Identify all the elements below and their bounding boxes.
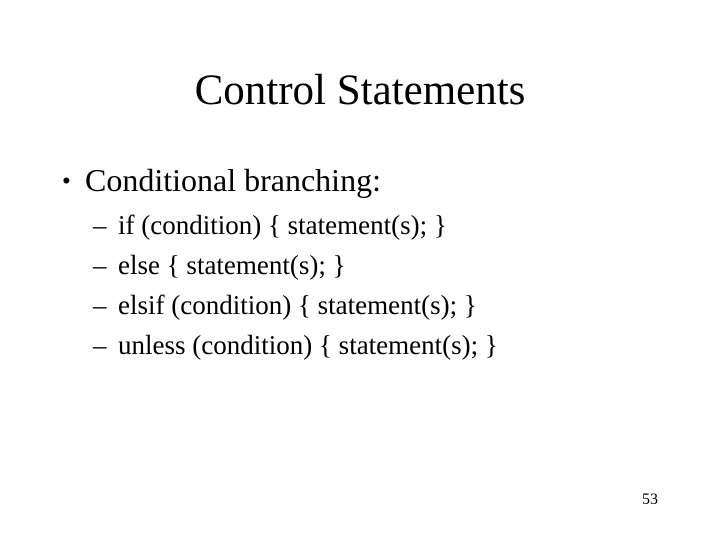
list-item-text: elsif (condition) { statement(s); } <box>118 290 477 320</box>
slide-title: Control Statements <box>194 67 526 114</box>
list-item: –else { statement(s); } <box>93 245 498 285</box>
list-item-text: else { statement(s); } <box>118 250 346 280</box>
sub-item-list: –if (condition) { statement(s); } –else … <box>93 205 498 365</box>
dash-marker-icon: – <box>93 210 107 240</box>
page-number: 53 <box>642 491 658 508</box>
list-item-text: unless (condition) { statement(s); } <box>118 330 498 360</box>
bullet-item: • Conditional branching: <box>62 160 381 202</box>
dash-marker-icon: – <box>93 250 107 280</box>
bullet-text: Conditional branching: <box>85 162 381 198</box>
list-item: –if (condition) { statement(s); } <box>93 205 498 245</box>
list-item: –elsif (condition) { statement(s); } <box>93 285 498 325</box>
list-item-text: if (condition) { statement(s); } <box>118 210 447 240</box>
list-item: –unless (condition) { statement(s); } <box>93 325 498 365</box>
dash-marker-icon: – <box>93 330 107 360</box>
dash-marker-icon: – <box>93 290 107 320</box>
bullet-marker-icon: • <box>62 168 71 195</box>
